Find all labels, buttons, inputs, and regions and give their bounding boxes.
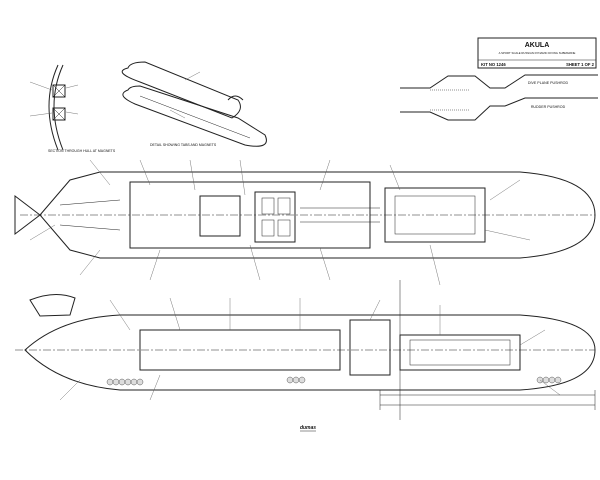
hull-section-detail: SECTION THROUGH HULL AT MAGNETS: [29, 64, 116, 153]
section-caption: SECTION THROUGH HULL AT MAGNETS: [48, 149, 116, 153]
svg-text:dumas: dumas: [300, 425, 316, 431]
kit-number: KIT NO 1246: [481, 62, 506, 67]
tabs-magnets-detail: DETAIL SHOWING TABS AND MAGNETS: [121, 61, 267, 147]
submarine-side-view: [15, 280, 596, 420]
rudder-pushrod-label: RUDDER PUSHROD: [531, 105, 566, 109]
sheet-number: SHEET 1 OF 2: [566, 62, 595, 67]
dumas-logo: dumas: [300, 425, 316, 432]
submarine-top-view: [14, 159, 596, 286]
title-block: AKULA A SPORT SCALE RUSSIAN DYNAMIC DIVI…: [477, 37, 597, 69]
dive-plane-pushrod-label: DIVE PLANE PUSHROD: [528, 81, 569, 85]
drawing-title: AKULA: [525, 42, 550, 49]
tabs-caption: DETAIL SHOWING TABS AND MAGNETS: [150, 143, 217, 147]
pushrod-details: DIVE PLANE PUSHROD RUDDER PUSHROD: [400, 74, 598, 121]
drawing-subtitle: A SPORT SCALE RUSSIAN DYNAMIC DIVING SUB…: [499, 51, 576, 55]
